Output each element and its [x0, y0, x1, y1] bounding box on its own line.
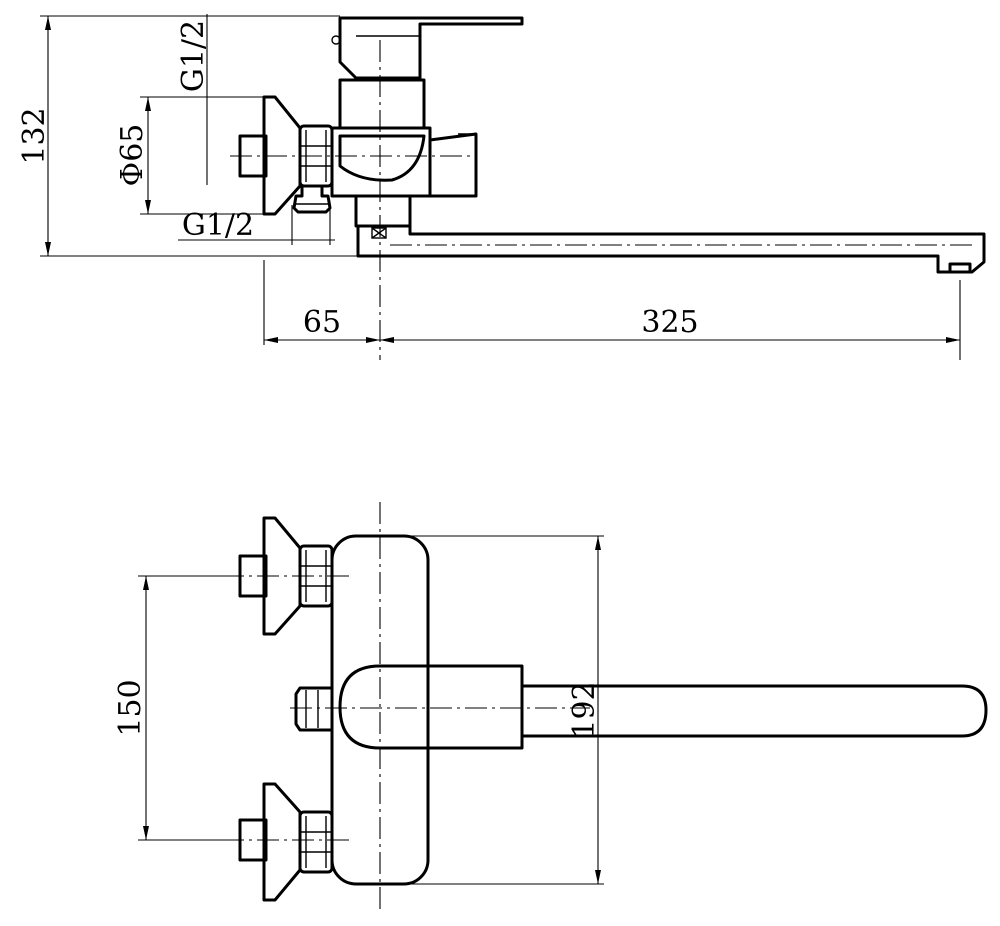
height-label: 132: [17, 107, 52, 164]
valve-body-side: [330, 126, 478, 228]
valve-body-top: [330, 534, 430, 886]
diverter-knob-side: [292, 184, 332, 214]
diverter-knob-top: [294, 686, 332, 732]
handle-top: [338, 664, 524, 750]
dimension-inlet-spacing: 150: [113, 575, 236, 841]
side-view: 132 G1/2 Φ65 G1/2: [17, 14, 986, 360]
spout-side: [356, 226, 986, 274]
spout-top: [522, 684, 988, 738]
dimension-body-height: 192: [410, 535, 604, 885]
flange-diameter-label: Φ65: [115, 124, 150, 187]
wall-offset-label: 65: [303, 305, 341, 340]
handle-lever: [331, 16, 524, 80]
spout-reach-label: 325: [641, 305, 698, 340]
cartridge-housing: [338, 78, 426, 130]
lower-inlet: [238, 782, 334, 902]
side-center-lines: [230, 40, 975, 360]
dimension-reach: 65 325: [263, 260, 961, 360]
dimension-height-132: 132: [17, 15, 360, 257]
dimension-thread-top: G1/2: [176, 14, 211, 185]
thread-top-label: G1/2: [176, 20, 211, 92]
dimension-flange-diameter: Φ65: [115, 96, 268, 215]
top-view: 150 192: [113, 502, 988, 914]
thread-bottom-label: G1/2: [182, 208, 254, 243]
top-center-lines: [222, 502, 590, 914]
dimension-thread-bottom: G1/2: [178, 205, 335, 245]
body-height-label: 192: [567, 681, 602, 738]
inlet-spacing-label: 150: [113, 679, 148, 736]
